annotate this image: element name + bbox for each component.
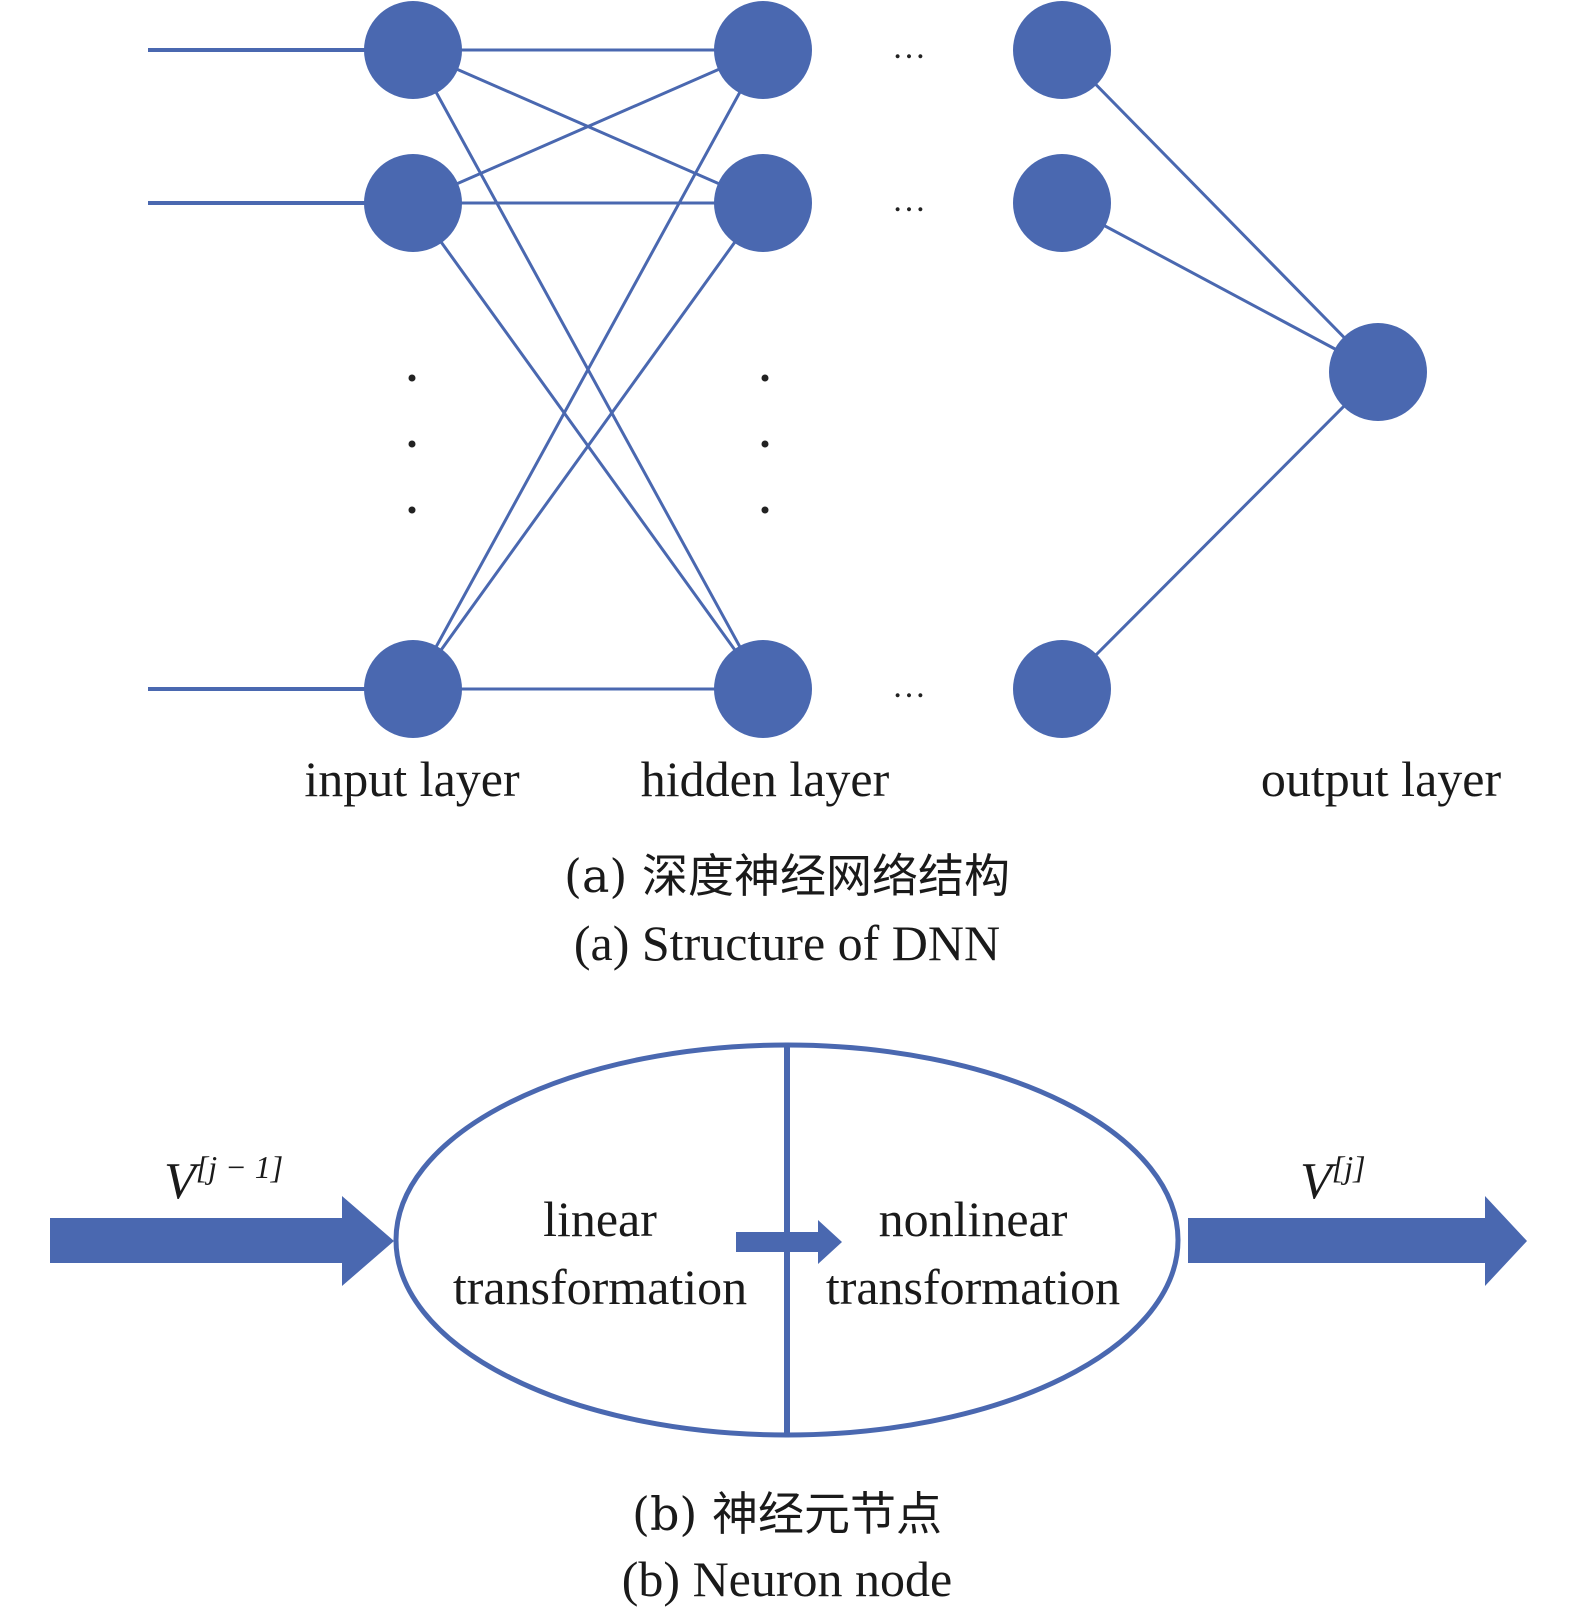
output-layer-label: output layer [1261, 751, 1502, 807]
input-arrows [148, 48, 370, 691]
dot [408, 506, 416, 514]
input-arrow [50, 1196, 394, 1286]
input-node [364, 640, 462, 738]
last-hidden-nodes [1013, 1, 1111, 738]
output-symbol: V [1300, 1153, 1337, 1210]
edge [411, 49, 765, 690]
hidden-layer-nodes [714, 1, 812, 738]
input-node [364, 1, 462, 99]
edges-last-output [1060, 48, 1380, 691]
dot [761, 440, 769, 448]
edge [1061, 201, 1379, 374]
input-layer-nodes [364, 1, 462, 738]
dot [761, 374, 769, 382]
edge [412, 48, 764, 205]
last-hidden-node [1013, 154, 1111, 252]
nonlinear-label-line1: nonlinear [879, 1191, 1068, 1247]
dot [408, 374, 416, 382]
caption-b-en: (b) Neuron node [622, 1551, 952, 1607]
horizontal-ellipsis: … [892, 29, 926, 66]
output-node [1329, 323, 1427, 421]
output-superscript: [j] [1332, 1149, 1366, 1185]
internal-arrow [736, 1220, 842, 1264]
horizontal-ellipsis: … [892, 182, 926, 219]
input-superscript: [j − 1] [196, 1149, 283, 1185]
edge [1060, 48, 1380, 374]
hidden-node [714, 640, 812, 738]
edge [1060, 370, 1380, 691]
edge [411, 202, 765, 690]
neuron-diagram: linear transformation nonlinear transfor… [50, 1042, 1527, 1607]
output-arrow [1188, 1196, 1527, 1286]
input-node [364, 154, 462, 252]
linear-label-line1: linear [543, 1191, 657, 1247]
last-hidden-node [1013, 640, 1111, 738]
input-symbol: V [164, 1153, 201, 1210]
hidden-node [714, 1, 812, 99]
vertical-ellipsis [408, 374, 769, 514]
caption-a-en: (a) Structure of DNN [574, 915, 1000, 971]
linear-label-line2: transformation [453, 1259, 747, 1315]
dot [761, 506, 769, 514]
hidden-layer-label: hidden layer [641, 751, 890, 807]
dnn-diagram: … … … input layer hidden layer output la… [148, 1, 1501, 971]
dot [408, 440, 416, 448]
nonlinear-label-line2: transformation [826, 1259, 1120, 1315]
input-vector-symbol: V[j − 1] [164, 1149, 283, 1210]
horizontal-ellipsis: … [892, 668, 926, 705]
input-layer-label: input layer [304, 751, 520, 807]
output-vector-symbol: V[j] [1300, 1149, 1366, 1210]
edges-input-hidden [411, 48, 765, 691]
hidden-node [714, 154, 812, 252]
caption-b-cn: (b) 神经元节点 [632, 1487, 942, 1541]
last-hidden-node [1013, 1, 1111, 99]
caption-a-cn: (a) 深度神经网络结构 [564, 849, 1010, 903]
